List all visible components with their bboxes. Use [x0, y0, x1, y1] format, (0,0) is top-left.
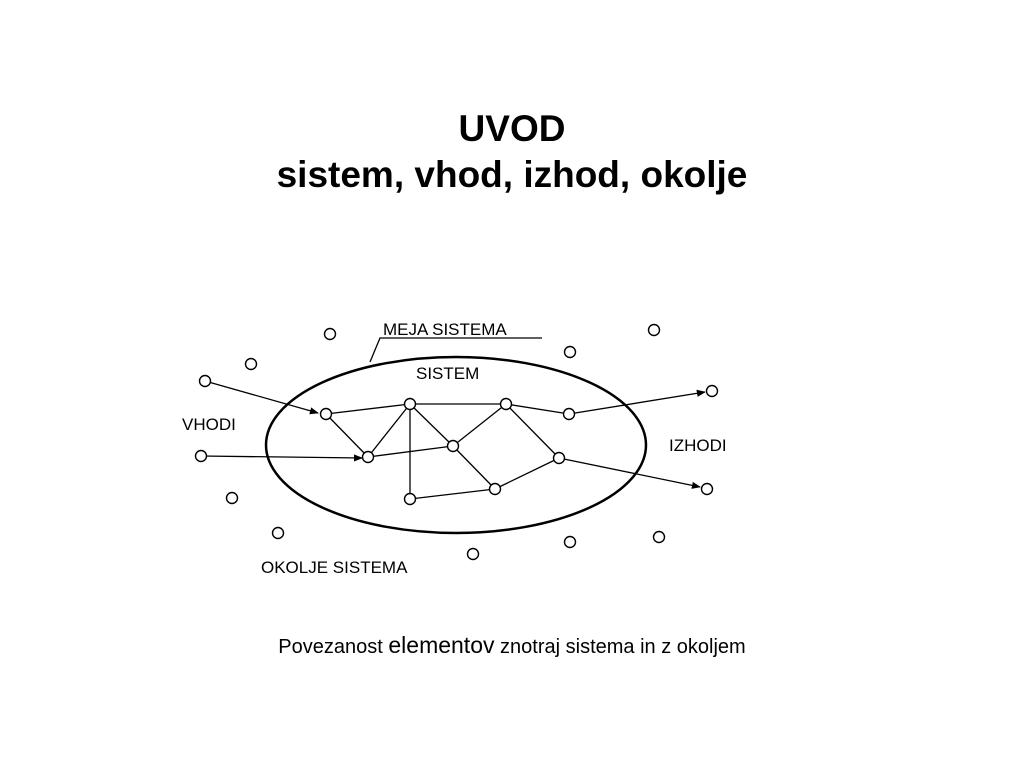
- output-arrow-1: [568, 389, 706, 415]
- system-node: [403, 397, 417, 411]
- input-arrow-2: [200, 454, 363, 462]
- boundary-label-leader: [369, 337, 542, 363]
- output-arrow-2: [558, 457, 701, 489]
- inputs-label: VHODI: [182, 415, 236, 434]
- system-node: [562, 407, 576, 421]
- environment-nodes: [194, 323, 719, 561]
- environment-node: [700, 482, 714, 496]
- system-node: [319, 407, 333, 421]
- system-node: [552, 451, 566, 465]
- caption-part-1: Povezanost: [278, 636, 389, 658]
- outputs-label: IZHODI: [669, 436, 727, 455]
- environment-node: [323, 327, 337, 341]
- system-label: SISTEM: [416, 364, 479, 383]
- environment-node: [563, 345, 577, 359]
- environment-node: [647, 323, 661, 337]
- environment-node: [271, 526, 285, 540]
- environment-node: [198, 374, 212, 388]
- internal-connections: [325, 403, 570, 500]
- input-arrow-1: [204, 380, 319, 415]
- environment-node: [652, 530, 666, 544]
- slide-title: UVOD sistem, vhod, izhod, okolje: [0, 106, 1024, 198]
- system-node: [499, 397, 513, 411]
- boundary-label: MEJA SISTEMA: [383, 320, 507, 339]
- system-boundary-ellipse: [264, 355, 648, 535]
- environment-node: [225, 491, 239, 505]
- system-nodes: [319, 397, 576, 506]
- environment-node: [705, 384, 719, 398]
- system-node: [488, 482, 502, 496]
- environment-label: OKOLJE SISTEMA: [261, 558, 408, 577]
- caption-part-2: znotraj sistema in z okoljem: [494, 636, 746, 658]
- io-arrows: [200, 380, 706, 489]
- system-node: [403, 492, 417, 506]
- title-line-1: UVOD: [458, 108, 566, 149]
- environment-node: [194, 449, 208, 463]
- slide-caption: Povezanost elementov znotraj sistema in …: [0, 632, 1024, 659]
- system-node: [361, 450, 375, 464]
- environment-node: [244, 357, 258, 371]
- system-node: [446, 439, 460, 453]
- title-line-2: sistem, vhod, izhod, okolje: [276, 154, 748, 195]
- caption-emphasis: elementov: [388, 632, 495, 658]
- environment-node: [466, 547, 480, 561]
- environment-node: [563, 535, 577, 549]
